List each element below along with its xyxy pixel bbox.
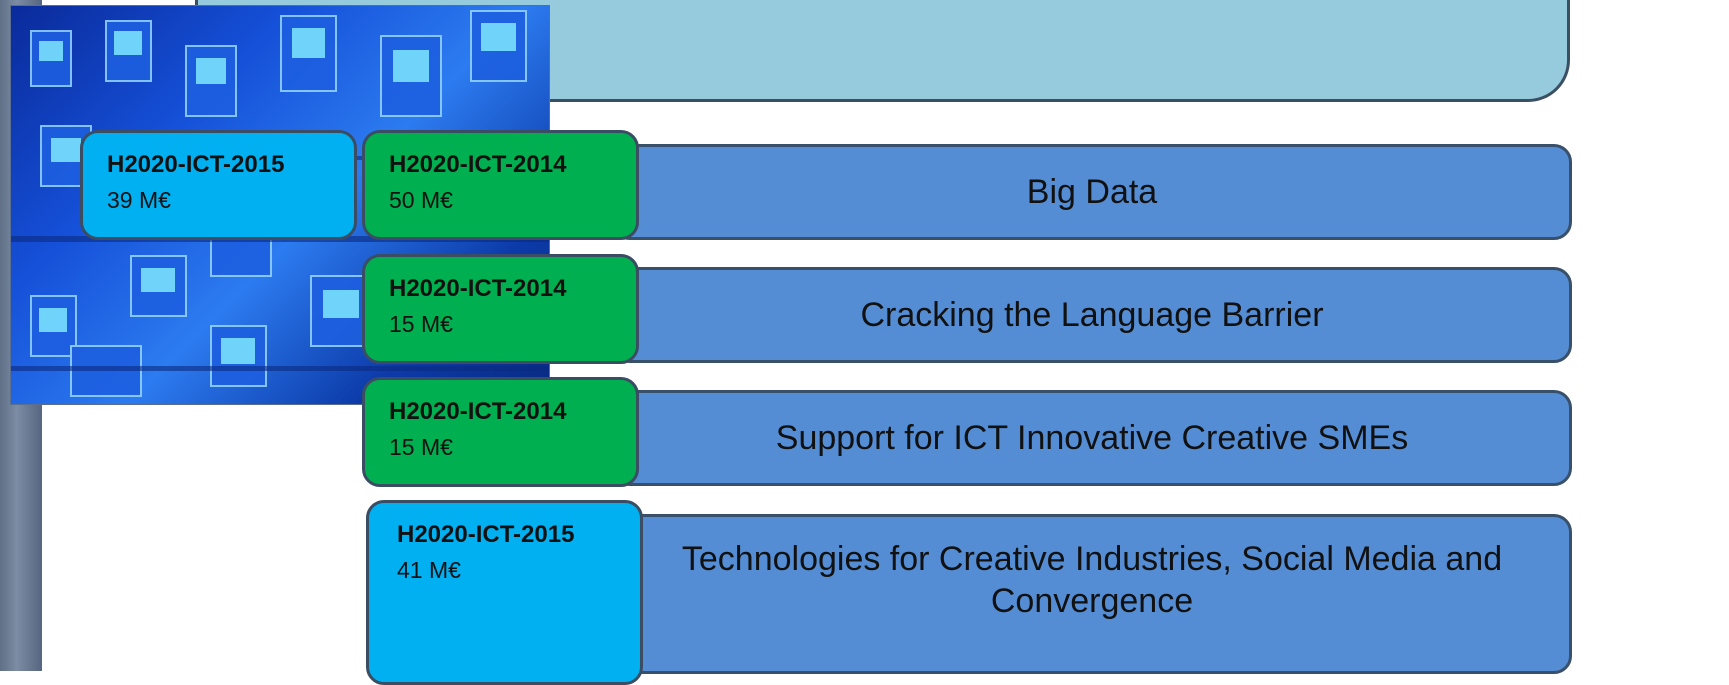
topic-big-data: Big Data [612,144,1572,240]
call-badge-2014-language: H2020-ICT-2014 15 M€ [362,254,639,364]
call-code: H2020-ICT-2014 [389,275,567,302]
strip-gap [42,0,52,6]
call-badge-2014-big-data: H2020-ICT-2014 50 M€ [362,130,639,240]
topic-language-barrier: Cracking the Language Barrier [612,267,1572,363]
topic-creative-industries: Technologies for Creative Industries, So… [612,514,1572,674]
call-budget: 50 M€ [389,187,453,213]
call-budget: 41 M€ [397,557,461,583]
call-badge-2015-creative: H2020-ICT-2015 41 M€ [366,500,643,685]
call-badge-2015-big-data: H2020-ICT-2015 39 M€ [80,130,357,240]
call-code: H2020-ICT-2014 [389,151,567,178]
call-budget: 15 M€ [389,434,453,460]
call-code: H2020-ICT-2014 [389,398,567,425]
call-badge-2014-smes: H2020-ICT-2014 15 M€ [362,377,639,487]
call-code: H2020-ICT-2015 [107,151,285,178]
call-code: H2020-ICT-2015 [397,521,575,548]
topic-creative-smes: Support for ICT Innovative Creative SMEs [612,390,1572,486]
call-budget: 39 M€ [107,187,171,213]
call-budget: 15 M€ [389,311,453,337]
